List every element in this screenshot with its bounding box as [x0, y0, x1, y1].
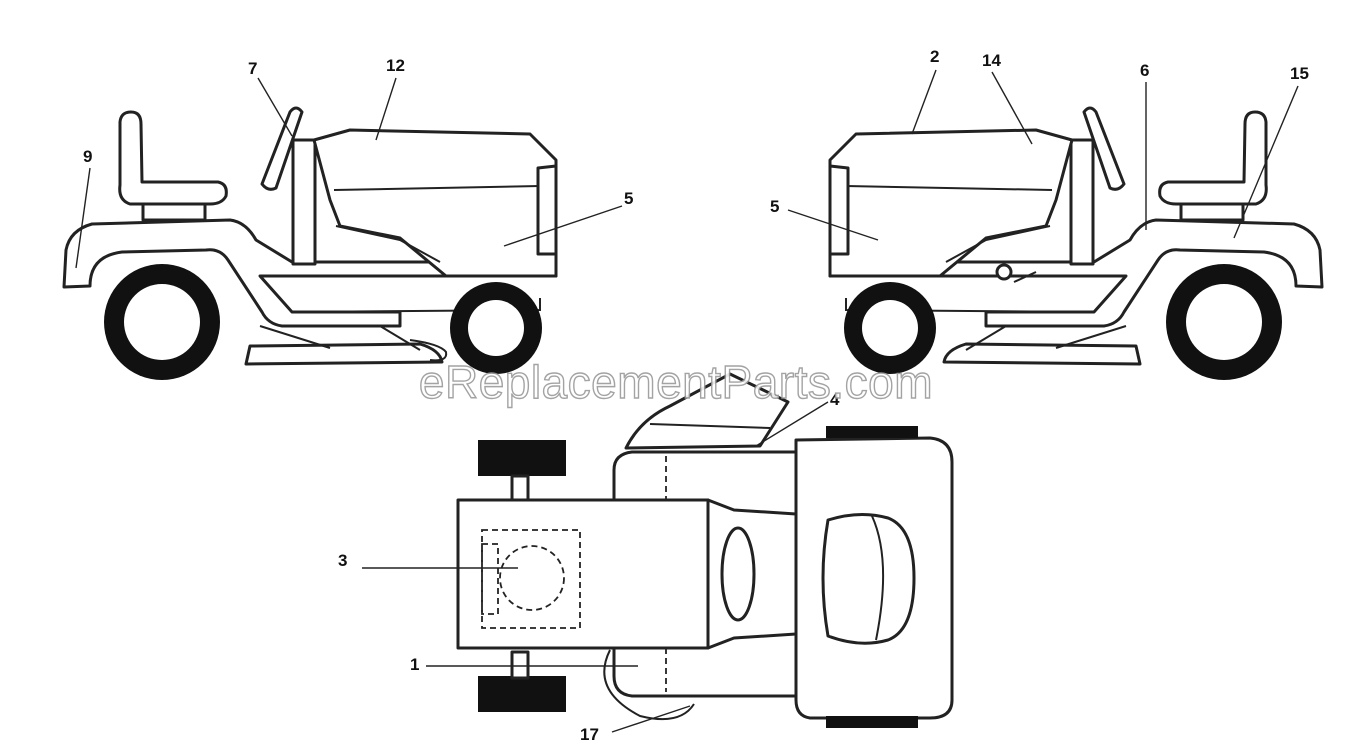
- callout-5-right: 5: [770, 197, 779, 216]
- tractor-right-side-view: [828, 106, 1324, 380]
- callout-9: 9: [83, 147, 92, 166]
- callout-5-left: 5: [624, 189, 633, 208]
- callout-6: 6: [1140, 61, 1149, 80]
- callout-17: 17: [580, 725, 599, 744]
- callout-14: 14: [982, 51, 1001, 70]
- callout-1: 1: [410, 655, 419, 674]
- watermark-text: eReplacementParts.com: [419, 356, 933, 408]
- callout-4: 4: [830, 390, 840, 409]
- leader-lines: [75, 69, 1299, 733]
- callout-labels: 9 7 12 5 2 14 6 15 5 4 3 1 17: [83, 47, 1309, 744]
- tractor-top-view: [456, 372, 954, 728]
- callout-3: 3: [338, 551, 347, 570]
- callout-2: 2: [930, 47, 939, 66]
- tractor-left-side-view: [62, 106, 558, 380]
- callout-15: 15: [1290, 64, 1309, 83]
- callout-7: 7: [248, 59, 257, 78]
- callout-12: 12: [386, 56, 405, 75]
